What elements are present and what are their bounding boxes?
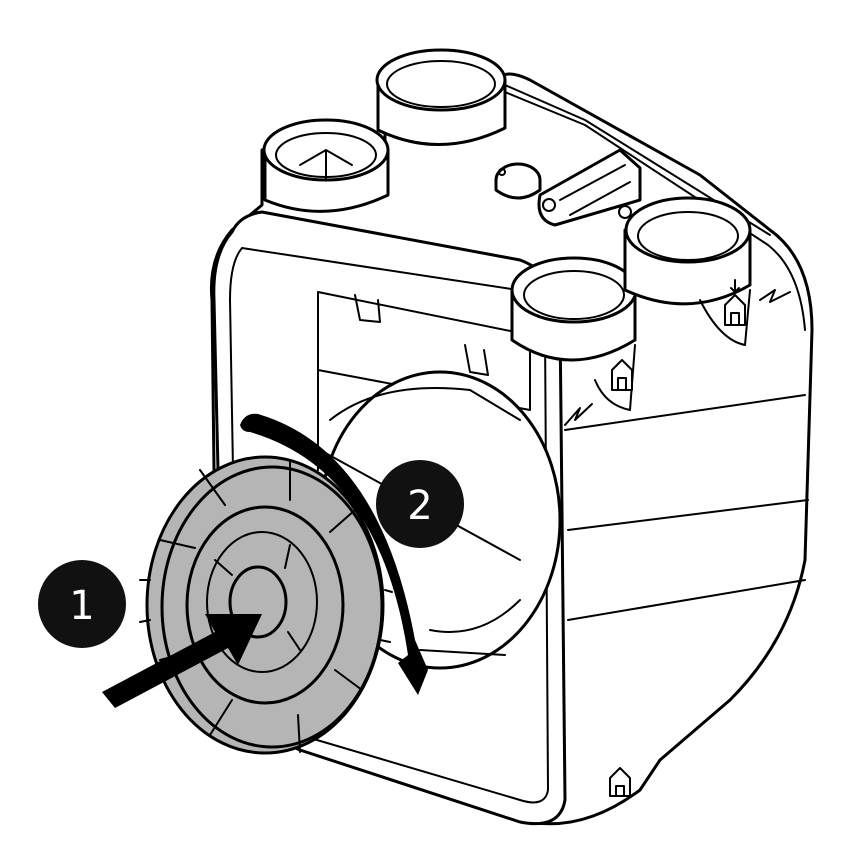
step-badge-1-circle	[38, 560, 126, 648]
house-symbol-icon	[724, 279, 746, 326]
house-symbol-icon	[609, 767, 631, 797]
duct-spigot-front-left	[510, 256, 638, 411]
step-badge-1: 1	[38, 560, 126, 648]
rotate-arrow-icon	[240, 413, 428, 695]
top-control-plate	[537, 148, 642, 227]
step-badge-2-circle	[376, 460, 464, 548]
step-badge-2: 2	[376, 460, 464, 548]
house-symbol-icon	[611, 359, 633, 391]
duct-spigot-rear-large	[375, 48, 507, 146]
step-number-2: 2	[407, 483, 432, 529]
filter-cap	[139, 455, 393, 755]
step-number-1: 1	[69, 583, 94, 629]
top-knob	[494, 162, 542, 200]
duct-spigot-rear-small	[262, 118, 390, 213]
push-arrow-icon	[102, 614, 262, 708]
duct-spigot-front-right	[623, 196, 752, 346]
